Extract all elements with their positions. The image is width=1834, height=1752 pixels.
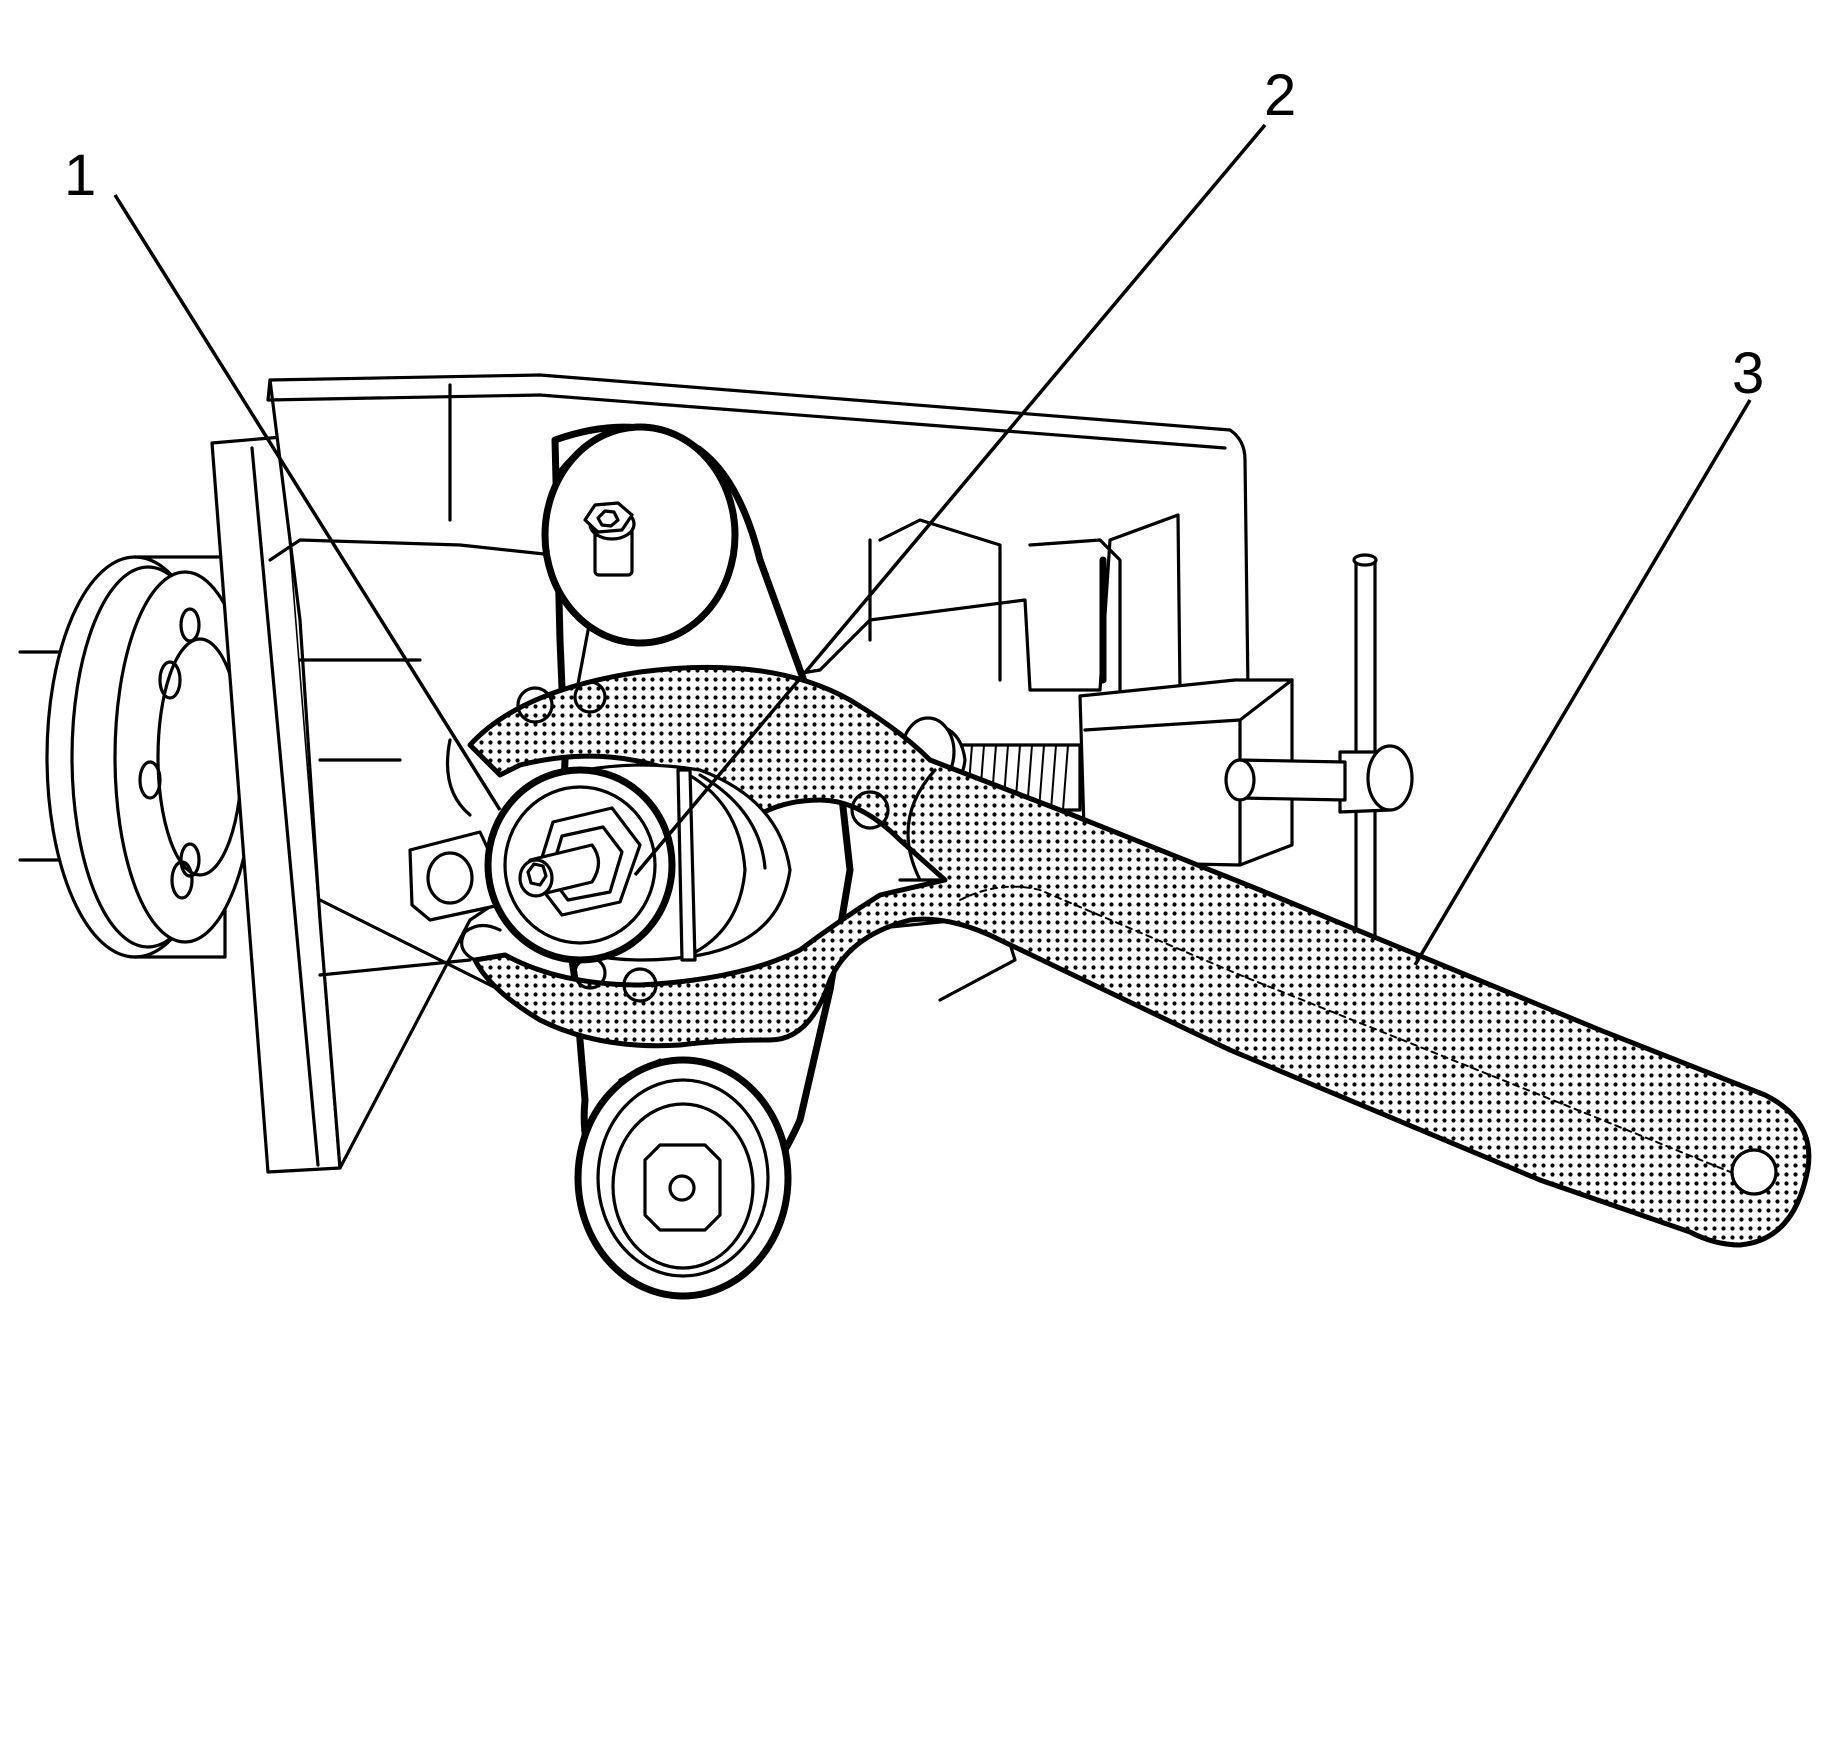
leader-lines	[113, 123, 1752, 966]
callout-2: 2	[1264, 63, 1296, 128]
leader-line-3	[1413, 399, 1752, 966]
leader-line-1	[113, 194, 502, 811]
lower-bolt-boss	[574, 1056, 792, 1300]
tensioner-pulley	[484, 763, 792, 964]
upper-bolt-boss	[541, 423, 739, 647]
callout-3: 3	[1732, 341, 1764, 406]
locking-tool	[408, 738, 502, 922]
callout-1: 1	[64, 143, 96, 208]
support-rod	[1338, 553, 1414, 942]
retaining-nut	[518, 806, 642, 917]
crank-pulley	[18, 555, 257, 959]
spanner-wrench	[460, 664, 1812, 1248]
leader-line-2	[633, 123, 1267, 877]
